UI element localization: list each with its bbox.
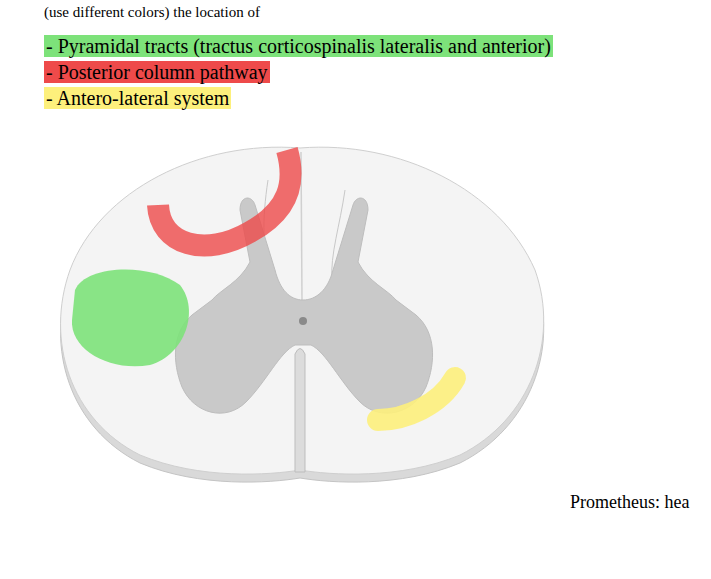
white-matter — [61, 147, 544, 474]
anterolateral-highlight — [378, 378, 455, 420]
source-credit: Prometheus: hea — [570, 490, 689, 514]
legend-text: - Posterior column pathway — [46, 61, 268, 83]
legend-highlight: - Pyramidal tracts (tractus corticospina… — [44, 35, 553, 57]
legend-row: - Pyramidal tracts (tractus corticospina… — [44, 34, 553, 58]
anterior-fissure — [295, 349, 305, 473]
legend-highlight: - Posterior column pathway — [44, 61, 270, 83]
instruction-text: (use different colors) the location of — [44, 0, 260, 24]
legend-row: - Antero-lateral system — [44, 86, 231, 110]
central-canal — [299, 317, 307, 325]
legend-text: - Antero-lateral system — [46, 87, 229, 109]
legend-text: - Pyramidal tracts (tractus corticospina… — [46, 35, 551, 57]
legend-row: - Posterior column pathway — [44, 60, 270, 84]
pyramidal-tract-highlight — [72, 269, 189, 366]
posterior-column-highlight — [158, 150, 291, 245]
gray-matter — [175, 198, 432, 413]
legend-highlight: - Antero-lateral system — [44, 87, 231, 109]
